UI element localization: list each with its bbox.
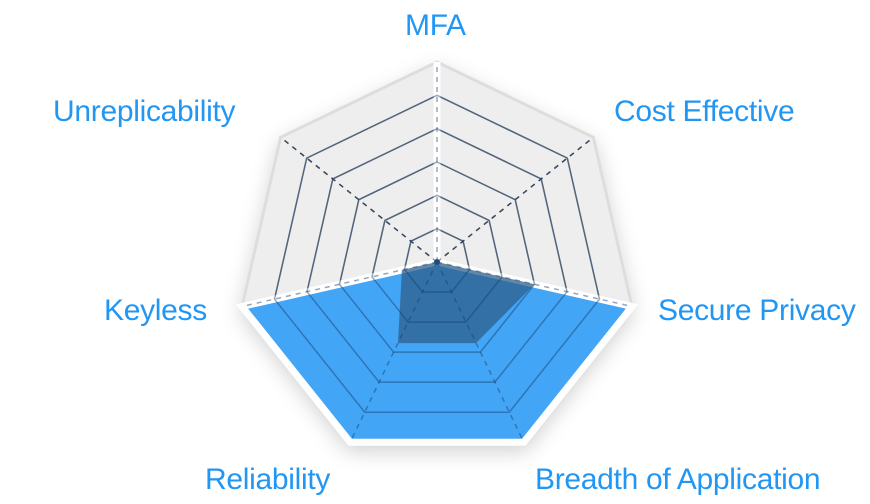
axis-label-mfa: MFA	[405, 9, 466, 42]
axis-label-unreplicability: Unreplicability	[53, 95, 236, 128]
radar-ring-overlay	[338, 161, 536, 353]
radar-ring-overlay	[403, 227, 471, 293]
radar-spoke-overlay	[436, 136, 594, 263]
axis-label-reliability: Reliability	[205, 463, 331, 496]
radar-grid-overlay	[241, 62, 633, 443]
radar-spoke-overlay	[280, 136, 438, 263]
radar-spoke-overlay	[436, 261, 633, 308]
axis-label-keyless: Keyless	[104, 294, 207, 327]
radar-ring-overlay	[306, 127, 568, 383]
radar-spoke-overlay	[436, 261, 525, 443]
radar-series-area-secondary	[398, 218, 535, 344]
radar-spoke-overlay	[241, 261, 438, 308]
axis-label-cost-effective: Cost Effective	[614, 95, 795, 128]
radar-ring-overlay	[273, 94, 601, 413]
radar-spoke-overlay	[349, 261, 438, 443]
radar-spoke	[436, 136, 594, 263]
axis-label-secure-privacy: Secure Privacy	[658, 294, 856, 327]
radar-ring-overlay	[371, 194, 503, 323]
axis-label-breadth-of-application: Breadth of Application	[535, 463, 821, 496]
radar-spoke	[280, 136, 438, 263]
radar-series	[235, 62, 639, 446]
radar-center-dot	[434, 259, 440, 265]
